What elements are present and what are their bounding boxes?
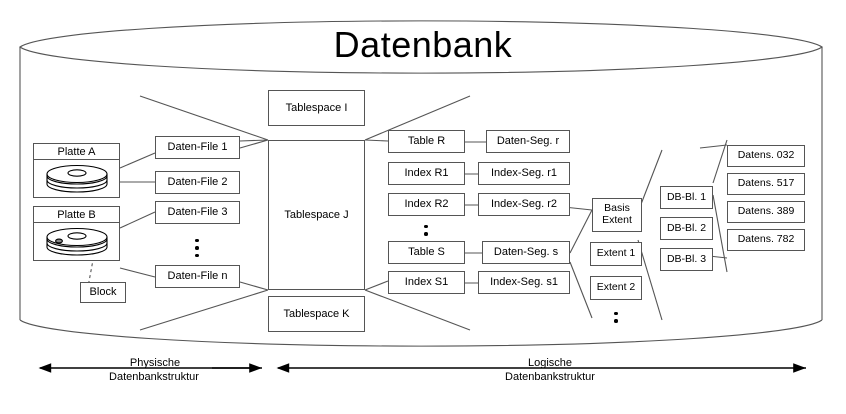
disk-platte-b-label: Platte B (34, 207, 119, 223)
segment-box-index-s1: Index-Seg. s1 (478, 271, 570, 294)
tablespace-box-i: Tablespace I (268, 90, 365, 126)
caption-logical-line2: Datenbankstruktur (505, 370, 595, 383)
tablespace-box-k: Tablespace K (268, 296, 365, 332)
segment-box-daten-s: Daten-Seg. s (482, 241, 570, 264)
object-box-table-s: Table S (388, 241, 465, 264)
object-box-table-r: Table R (388, 130, 465, 153)
object-box-index-s1: Index S1 (388, 271, 465, 294)
caption-physical-line1: Physische (129, 357, 181, 369)
record-box-2: Datens. 517 (727, 173, 805, 195)
block-box: Block (80, 282, 126, 303)
object-box-index-r2: Index R2 (388, 193, 465, 216)
caption-physical: Physische Datenbankstruktur (109, 357, 200, 385)
block-leader-line (87, 221, 101, 288)
caption-physical-line2: Datenbankstruktur (109, 370, 199, 383)
record-box-1: Datens. 032 (727, 145, 805, 167)
object-ellipsis (419, 219, 433, 241)
extent-box-1: Extent 1 (590, 242, 642, 266)
disk-platte-b: Platte B (33, 206, 120, 261)
segment-box-daten-r: Daten-Seg. r (486, 130, 570, 153)
disk-stack-icon (46, 227, 108, 256)
disk-platte-a-label: Platte A (34, 144, 119, 160)
object-box-index-r1: Index R1 (388, 162, 465, 185)
db-block-box-1: DB-Bl. 1 (660, 186, 713, 209)
record-box-3: Datens. 389 (727, 201, 805, 223)
db-block-box-3: DB-Bl. 3 (660, 248, 713, 271)
tablespace-box-j: Tablespace J (268, 140, 365, 290)
extent-ellipsis (609, 306, 623, 328)
record-box-4: Datens. 782 (727, 229, 805, 251)
file-box-1: Daten-File 1 (155, 136, 240, 159)
extent-box-basis: Basis Extent (592, 198, 642, 232)
file-box-2: Daten-File 2 (155, 171, 240, 194)
segment-box-index-r2: Index-Seg. r2 (478, 193, 570, 216)
caption-logical-line1: Logische (527, 357, 573, 369)
file-ellipsis (190, 231, 204, 265)
file-box-3: Daten-File 3 (155, 201, 240, 224)
caption-logical: Logische Datenbankstruktur (495, 357, 605, 385)
extent-box-2: Extent 2 (590, 276, 642, 300)
disk-stack-icon (46, 164, 108, 193)
disk-platte-a: Platte A (33, 143, 120, 198)
file-box-n: Daten-File n (155, 265, 240, 288)
page-title: Datenbank (333, 24, 513, 65)
segment-box-index-r1: Index-Seg. r1 (478, 162, 570, 185)
db-block-box-2: DB-Bl. 2 (660, 217, 713, 240)
